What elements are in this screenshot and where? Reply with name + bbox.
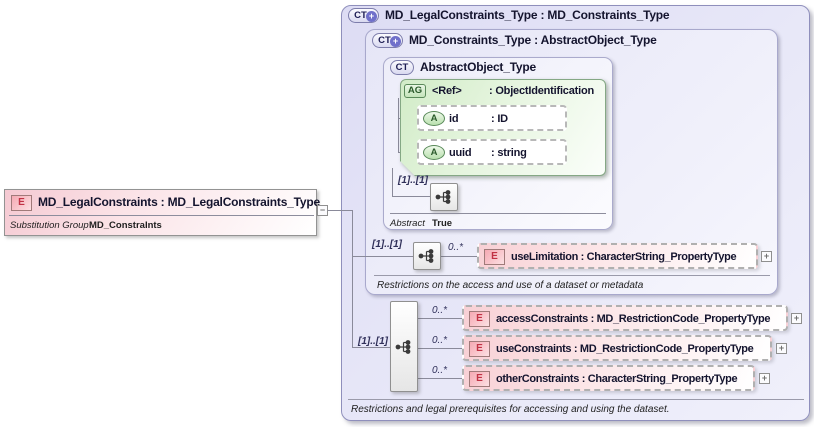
attribute-row-id[interactable]: A id : ID (417, 105, 567, 131)
complextype-badge: CT + (348, 8, 379, 23)
attribute-type: : ID (491, 113, 508, 125)
element-badge: E (469, 371, 490, 387)
multiplicity-label: 0..* (432, 365, 448, 376)
attribute-row-uuid[interactable]: A uuid : string (417, 139, 567, 165)
connector-line (418, 378, 462, 379)
element-row-uselimitation[interactable]: E useLimitation : CharacterString_Proper… (477, 243, 758, 269)
attribute-group-type: : ObjectIdentification (489, 85, 594, 97)
expand-plus-icon[interactable]: + (791, 313, 802, 324)
element-badge: E (469, 311, 490, 327)
connector-line (392, 196, 430, 197)
substitution-group-label: Substitution Group (10, 220, 89, 231)
connector-line (398, 98, 399, 153)
connector-line (328, 210, 352, 211)
connector-line (441, 256, 477, 257)
element-badge: E (469, 341, 490, 357)
expand-plus-icon[interactable]: + (366, 10, 377, 22)
element-row-useconstraints[interactable]: E useConstraints : MD_RestrictionCode_Pr… (462, 335, 772, 361)
occurrence-label: [1]..[1] (398, 175, 428, 186)
annotation-text: Restrictions on the access and use of a … (377, 280, 644, 291)
complextype-badge: CT (390, 60, 414, 75)
expand-plus-icon[interactable]: + (761, 251, 772, 262)
attribute-name: uuid (449, 147, 472, 159)
element-row-text: accessConstraints : MD_RestrictionCode_P… (496, 313, 771, 325)
sequence-icon (413, 242, 441, 270)
attribute-type: : string (491, 147, 527, 159)
complextype-badge: CT + (372, 33, 403, 48)
multiplicity-label: 0..* (432, 335, 448, 346)
connector-line (352, 347, 390, 348)
occurrence-label: [1]..[1] (358, 336, 388, 347)
expand-plus-icon[interactable]: + (390, 35, 401, 47)
element-row-otherconstraints[interactable]: E otherConstraints : CharacterString_Pro… (462, 365, 755, 391)
multiplicity-label: 0..* (432, 305, 448, 316)
attribute-badge: A (423, 145, 445, 160)
attribute-group-badge: AG (404, 84, 426, 98)
divider (9, 215, 314, 216)
complextype-title: AbstractObject_Type (420, 60, 537, 74)
connector-line (418, 348, 462, 349)
sequence-icon (390, 301, 418, 392)
element-badge: E (484, 249, 505, 265)
element-badge: E (11, 195, 32, 211)
connector-line (352, 256, 413, 257)
element-row-text: useLimitation : CharacterString_Property… (511, 251, 737, 263)
attribute-name: id (449, 113, 459, 125)
abstract-label: Abstract (390, 218, 425, 229)
expand-plus-icon[interactable]: + (776, 343, 787, 354)
expand-plus-icon[interactable]: + (759, 373, 770, 384)
annotation-text: Restrictions and legal prerequisites for… (351, 404, 670, 415)
connector-line (418, 318, 462, 319)
divider (390, 213, 606, 214)
attribute-group-name: <Ref> (432, 85, 462, 97)
divider (348, 399, 804, 400)
element-node-md-legalconstraints[interactable]: E MD_LegalConstraints : MD_LegalConstrai… (4, 189, 320, 236)
divider (374, 275, 770, 276)
connector-line (352, 210, 353, 348)
occurrence-label: [1]..[1] (372, 239, 402, 250)
attribute-badge: A (423, 111, 445, 126)
complextype-title: MD_LegalConstraints_Type : MD_Constraint… (385, 8, 670, 22)
multiplicity-label: 0..* (448, 242, 464, 253)
element-row-text: otherConstraints : CharacterString_Prope… (496, 373, 738, 385)
complextype-title: MD_Constraints_Type : AbstractObject_Typ… (409, 33, 657, 47)
substitution-group-value: MD_ConstraInts (89, 220, 162, 231)
connector-line (392, 168, 393, 197)
sequence-icon (430, 183, 458, 211)
element-node-title: MD_LegalConstraints : MD_LegalConstraint… (38, 195, 320, 209)
abstract-value: True (432, 218, 453, 229)
collapse-toggle-icon[interactable]: − (317, 205, 328, 216)
element-row-text: useConstraints : MD_RestrictionCode_Prop… (496, 343, 754, 355)
element-row-accessconstraints[interactable]: E accessConstraints : MD_RestrictionCode… (462, 305, 788, 331)
